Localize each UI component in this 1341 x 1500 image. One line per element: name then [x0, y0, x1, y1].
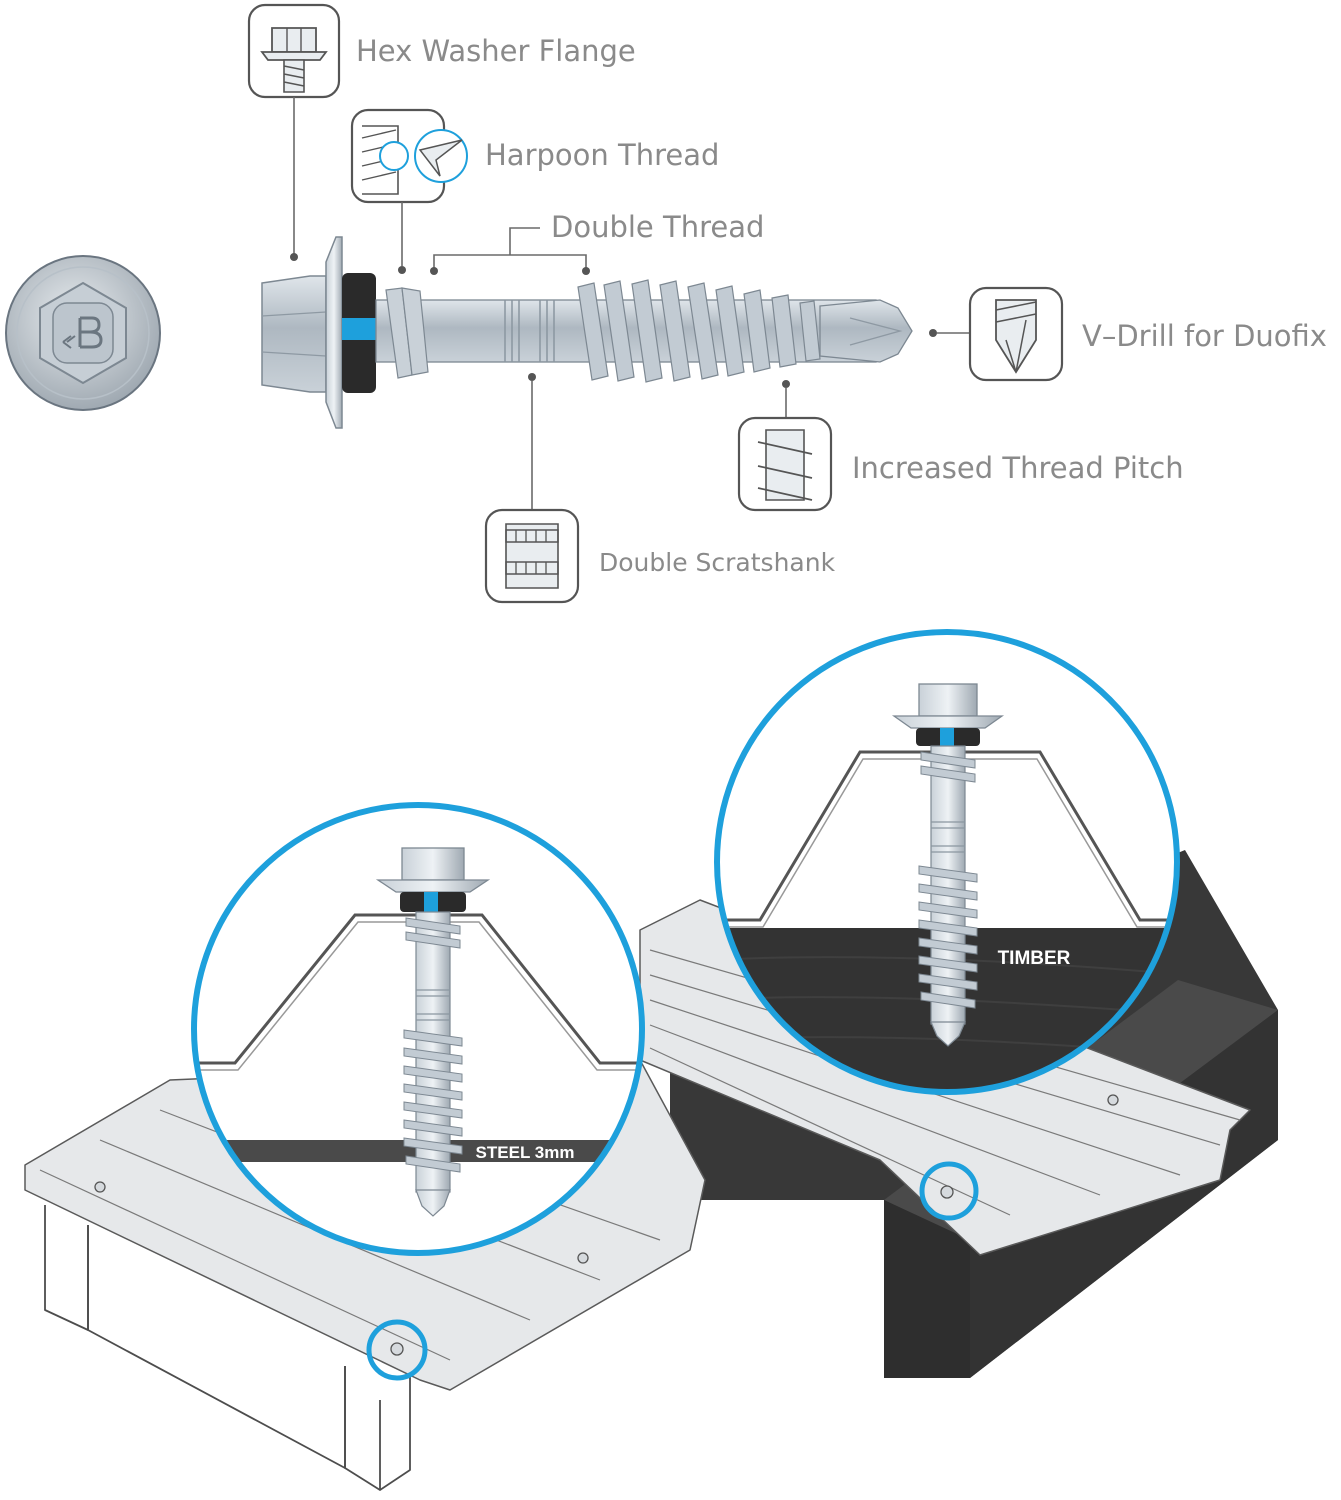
label-increased-thread-pitch: Increased Thread Pitch — [852, 451, 1184, 485]
label-hex-washer-flange: Hex Washer Flange — [356, 34, 636, 68]
callout-increased-thread-pitch: Increased Thread Pitch — [737, 380, 1184, 512]
label-double-scratshank: Double Scratshank — [599, 548, 836, 577]
harpoon-thread-icon — [361, 125, 468, 195]
magnifier-timber: TIMBER — [714, 629, 1180, 1095]
callout-double-scratshank: Double Scratshank — [484, 373, 836, 604]
label-v-drill: V–Drill for Duofix — [1082, 319, 1327, 353]
thread-pitch-icon — [757, 429, 813, 501]
callout-double-thread: Double Thread — [430, 210, 764, 275]
hex-flange-icon — [260, 27, 328, 93]
label-steel-3mm: STEEL 3mm — [476, 1143, 575, 1162]
label-timber: TIMBER — [998, 948, 1071, 969]
callout-harpoon-thread: Harpoon Thread — [350, 108, 719, 274]
label-harpoon-thread: Harpoon Thread — [485, 138, 719, 172]
callout-hex-washer-flange: Hex Washer Flange — [247, 3, 636, 261]
v-drill-icon — [995, 299, 1037, 374]
magnifier-steel: STEEL 3mm — [191, 802, 645, 1256]
callout-v-drill: V–Drill for Duofix — [929, 286, 1327, 382]
label-double-thread: Double Thread — [551, 210, 764, 244]
self-drilling-screw — [261, 236, 913, 429]
hex-head-top-view-icon — [5, 255, 161, 411]
scratshank-icon — [505, 523, 559, 589]
